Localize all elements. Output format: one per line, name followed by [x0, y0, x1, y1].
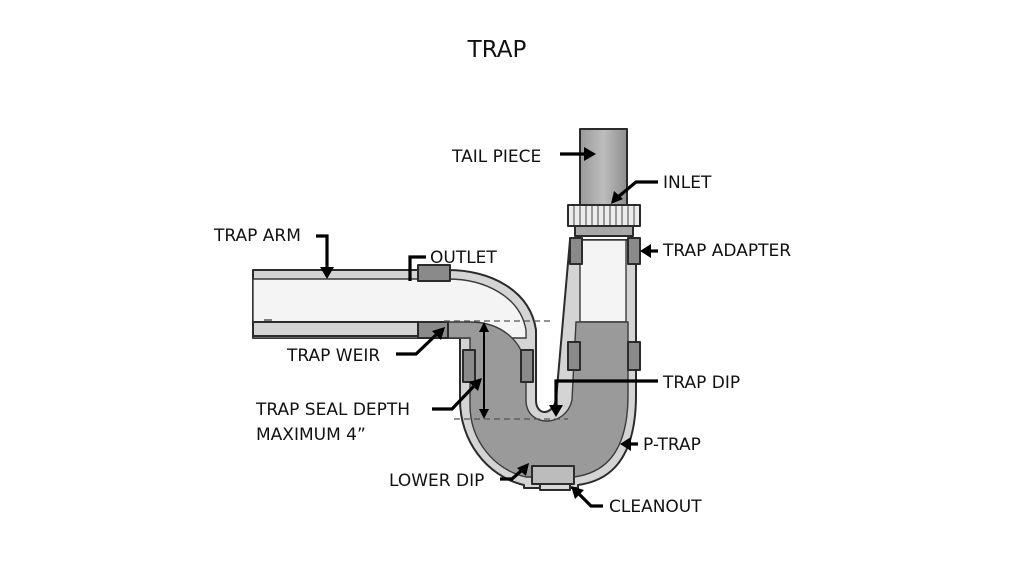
cleanout-cap: [539, 483, 571, 491]
riser-right-coupling: [627, 341, 641, 371]
arrow-trap-weir: [396, 332, 439, 356]
arrowhead-inlet: [611, 191, 623, 204]
arrowhead-lower-dip: [517, 463, 529, 476]
tail-piece-pipe: [579, 128, 628, 207]
arrow-trap-dip: [554, 379, 658, 408]
trap-adapter-left: [569, 237, 583, 265]
riser-interior: [579, 239, 627, 323]
seal-depth-dimension: [479, 322, 489, 419]
arrowhead-trap-dip: [549, 405, 563, 417]
arrow-cleanout: [576, 491, 603, 508]
label-maximum-depth: MAXIMUM 4”: [256, 425, 366, 445]
arrowhead-p-trap: [620, 437, 631, 451]
arrow-inlet: [616, 180, 658, 199]
adapter-threads: [574, 225, 634, 237]
arrowhead-trap-adapter: [640, 244, 651, 258]
arrowhead-trap-weir: [432, 327, 445, 340]
label-trap-seal-depth: TRAP SEAL DEPTH: [255, 400, 410, 420]
u-bend-mid-coupling: [520, 349, 534, 383]
label-trap-arm: TRAP ARM: [213, 226, 301, 246]
inlet-slip-nut: [567, 204, 641, 227]
arrowhead-trap-arm: [320, 267, 334, 279]
arrowhead-cleanout: [571, 486, 584, 499]
trap-adapter-right: [627, 237, 641, 265]
label-p-trap: P-TRAP: [643, 435, 701, 455]
label-outlet: OUTLET: [430, 248, 497, 268]
label-trap-dip: TRAP DIP: [662, 373, 740, 393]
label-trap-weir: TRAP WEIR: [286, 346, 380, 366]
label-lower-dip: LOWER DIP: [389, 471, 484, 491]
riser-left-coupling: [567, 341, 581, 371]
arrowhead-tail-piece: [584, 147, 596, 161]
u-bend-left-coupling: [462, 349, 476, 383]
label-cleanout: CLEANOUT: [609, 497, 702, 517]
arrow-lower-dip: [500, 468, 524, 481]
arrowhead-trap-seal-depth: [469, 378, 482, 391]
cleanout-neck: [531, 465, 575, 485]
label-inlet: INLET: [663, 173, 712, 193]
arrow-outlet: [408, 255, 426, 281]
label-trap-adapter: TRAP ADAPTER: [662, 241, 791, 261]
outlet-coupling: [417, 264, 451, 282]
diagram-title: TRAP: [467, 37, 527, 63]
arrow-trap-arm: [316, 234, 329, 270]
arrow-trap-seal-depth: [432, 384, 476, 411]
label-tail-piece: TAIL PIECE: [451, 147, 541, 167]
trap-arm-bottom-wall: [252, 321, 444, 337]
